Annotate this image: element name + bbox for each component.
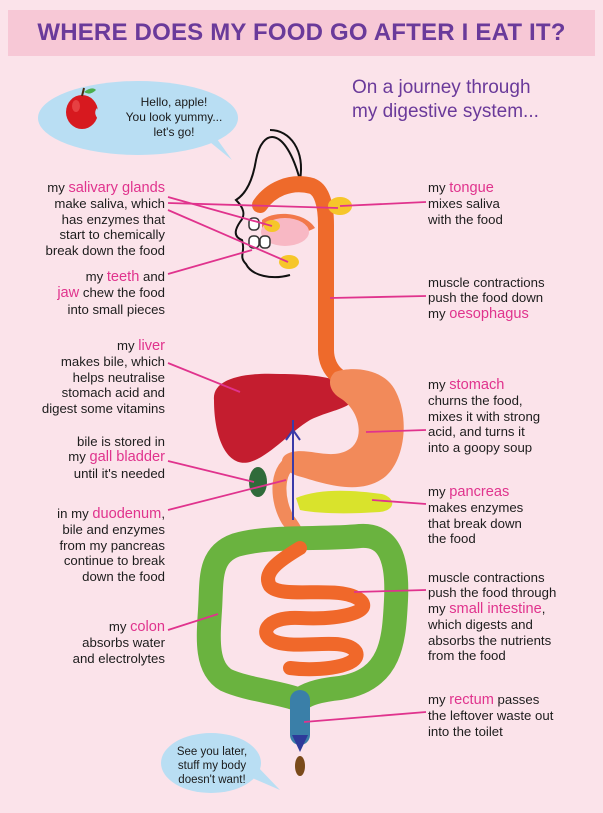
anus-shape [292, 735, 308, 752]
gall-bladder-shape [249, 467, 267, 497]
liver-shape [213, 373, 355, 463]
salivary-gland-lower [279, 255, 299, 269]
oesophagus-tube [252, 176, 346, 384]
pancreas-shape [296, 490, 393, 514]
goodbye-speech-bubble [161, 733, 280, 793]
stomach-shape [281, 369, 404, 488]
colon-tube [196, 523, 409, 712]
label-stomach: my stomach churns the food,mixes it with… [428, 377, 541, 455]
pointer-lines [167, 196, 427, 723]
small-intestine-tube [259, 541, 370, 677]
apple-icon [66, 87, 99, 129]
page-title: WHERE DOES MY FOOD GO AFTER I EAT IT? [37, 19, 566, 46]
label-teeth-jaw: my teeth and jaw chew the food into smal… [57, 269, 165, 317]
poop-shape [295, 756, 305, 776]
bile-duct-lines [285, 420, 301, 520]
title-banner: WHERE DOES MY FOOD GO AFTER I EAT IT? [8, 10, 595, 56]
label-gall-bladder: bile is stored in my gall bladder until … [68, 434, 165, 481]
head-profile-outline [234, 136, 301, 279]
apple-bubble-text: Hello, apple!You look yummy...let's go! [125, 95, 223, 139]
subtitle: On a journey through my digestive system… [352, 77, 539, 122]
